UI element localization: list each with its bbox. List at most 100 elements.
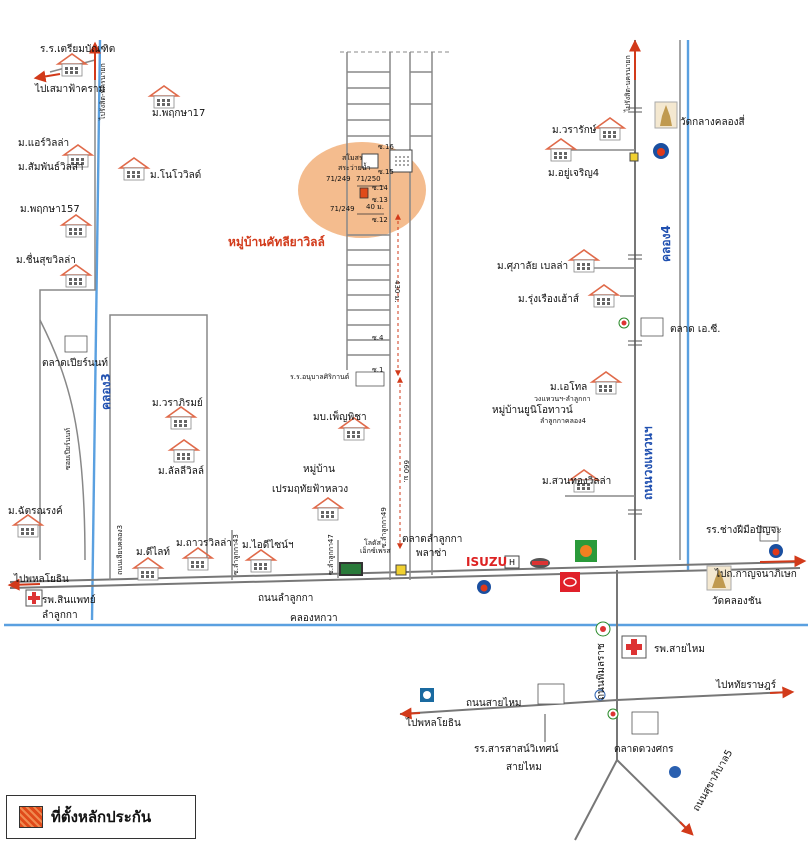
bridge-icon xyxy=(628,107,642,515)
house-icon xyxy=(13,514,43,538)
gas-station-icon xyxy=(769,544,783,558)
temple-icon xyxy=(706,565,732,591)
brand-icon xyxy=(575,540,597,562)
label-lot-13: ซ.13 xyxy=(372,196,388,204)
legend-collateral-swatch xyxy=(19,806,43,828)
brand-icon xyxy=(530,558,550,568)
label-m-penpicha: มบ.เพ็ญพิชา xyxy=(313,409,367,423)
label-m-sampan: ม.สัมพันธ์วิลล่า xyxy=(18,161,83,173)
label-to-phahon: ไปพหลโยธิน xyxy=(13,572,69,585)
label-m-tawan: ม.ถาวรวิลล่า xyxy=(176,538,232,549)
legend-label: ที่ตั้งหลักประกัน xyxy=(51,808,152,826)
label-pool2: สระว่ายน้ำ xyxy=(338,161,371,172)
house-icon xyxy=(589,284,619,308)
label-lot-1: ซ.1 xyxy=(372,366,383,374)
label-soi-lam49: ซ.ลำลูกกา49 xyxy=(380,507,388,548)
label-lotus2: เอ็กซ์เพรส xyxy=(360,546,391,555)
label-m-ecotel2: วงแหวนฯ-ลำลูกกา xyxy=(534,395,591,403)
label-m-warachak: ม.วรารักษ์ xyxy=(552,124,597,136)
label-to-rangsit-right: ไปรังสิต-นครนายก xyxy=(623,55,632,113)
label-village-prem: หมู่บ้าน xyxy=(303,463,335,475)
label-village-prem2: เปรมฤทัยฟ้าหลวง xyxy=(272,483,348,495)
legend: ที่ตั้งหลักประกัน xyxy=(6,795,196,839)
market-box xyxy=(631,711,659,735)
brand-icon xyxy=(629,152,639,162)
arrow-to-phahon xyxy=(7,578,41,591)
brand-icon xyxy=(560,572,580,592)
label-market-lam: ตลาดลำลูกกา xyxy=(402,534,462,545)
brand-icon xyxy=(339,562,363,576)
label-dist-660: 660 ม. xyxy=(402,460,410,482)
label-temple-top: วัดกลางคลองสี่ xyxy=(680,114,745,128)
label-road-saimai: ถนนสายไหม xyxy=(466,697,522,709)
label-market-ec: ตลาด เอ.ซี. xyxy=(670,323,720,335)
label-m-warapirom: ม.วราภิรมย์ xyxy=(152,397,203,409)
brand-icon xyxy=(395,564,407,576)
bank-icon xyxy=(669,766,681,778)
hospital-icon xyxy=(621,635,647,659)
brand-icon: H xyxy=(504,555,520,569)
label-m-supalai: ม.ศุภาลัย เบลล่า xyxy=(497,261,568,272)
label-temple-bottom: วัดคลองชัน xyxy=(712,596,762,607)
label-soi-lam43: ซ.ลำลูกกา43 xyxy=(232,534,240,575)
label-m-rungrueng: ม.รุ่งเรืองเฮ้าส์ xyxy=(518,293,579,305)
label-village-unique: หมู่บ้านยูนิโอทาวน์ xyxy=(492,403,573,416)
label-to-kanchana: ไปถ.กาญจนาภิเษก xyxy=(714,568,797,580)
house-icon xyxy=(569,249,599,273)
label-market-pier: ตลาดเปียร์นนท์ xyxy=(42,357,108,369)
brand-icon xyxy=(595,621,611,637)
label-isuzu: ISUZU xyxy=(466,555,507,569)
label-road-phimon: ถนนพิมลราช xyxy=(596,643,607,700)
label-school-chang: รร.ช่างฝีมือปัญจะ xyxy=(706,524,782,536)
house-icon xyxy=(133,557,163,581)
label-to-samae: ไปเสมาฟ้าคราม xyxy=(34,83,105,95)
label-canal3: คลอง3 xyxy=(99,373,113,410)
house-icon xyxy=(166,406,196,430)
house-icon xyxy=(313,497,343,521)
label-lot-15: ซ.15 xyxy=(378,168,394,176)
label-pool: สโมสร xyxy=(342,153,363,162)
label-hospital-left: รพ.สินแพทย์ xyxy=(42,594,96,606)
label-m-airville: ม.แอร์วิลล่า xyxy=(18,137,69,149)
label-lot-num1: 71/249 xyxy=(326,175,351,183)
house-icon xyxy=(149,85,179,109)
bank-icon xyxy=(594,689,606,701)
market-box xyxy=(640,317,664,337)
label-site-name: หมู่บ้านคัทลียาวิลล์ xyxy=(228,235,325,250)
label-m-chatnarong: ม.ฉัตรณรงค์ xyxy=(8,505,63,517)
label-road-lam: ถนนลำลูกกา xyxy=(258,593,313,604)
label-lot-num3: 71/249 xyxy=(330,205,355,213)
label-school-anuban: ร.ร.อนุบาลศิริกานต์ xyxy=(290,373,350,381)
house-icon xyxy=(183,547,213,571)
label-to-phahon2: ไปพหลโยธิน xyxy=(405,716,461,729)
label-m-suanthong: ม.สวนทองวิลล่า xyxy=(542,476,611,487)
label-m-dilight: ม.ดีไลท์ xyxy=(136,546,170,558)
label-road-bypass: ถนนวงแหวนฯ xyxy=(641,426,655,500)
label-dist-430: 430 ม. xyxy=(393,280,401,302)
pool-block xyxy=(389,149,413,173)
label-village-unique2: ลำลูกกาคลอง4 xyxy=(540,417,587,425)
school-box xyxy=(355,371,385,387)
label-m-pruksa157: ม.พฤกษา157 xyxy=(20,204,80,215)
gas-station-icon xyxy=(477,580,491,594)
school-box xyxy=(759,526,779,542)
hospital-icon xyxy=(25,589,43,607)
label-school-top: ร.ร.เตรียมบัณฑิต xyxy=(40,43,115,55)
label-hospital-left2: ลำลูกกา xyxy=(42,610,78,621)
house-icon xyxy=(246,549,276,573)
label-to-rangsit-left: ไปรังสิต-นครนายก xyxy=(98,63,107,121)
house-icon xyxy=(169,439,199,463)
gas-station-icon xyxy=(653,143,669,159)
label-school-sara: รร.สารสาสน์วิเทศน์ xyxy=(474,743,559,755)
label-lot-12: ซ.12 xyxy=(372,216,388,224)
school-box xyxy=(537,683,565,705)
collateral-house-marker xyxy=(359,187,369,199)
house-icon xyxy=(591,371,621,395)
label-lotus: โลตัส xyxy=(364,538,382,547)
label-soi-lam47: ซ.ลำลูกกา47 xyxy=(327,534,335,575)
label-soi-pier: ซอยเปียร์นนท์ xyxy=(64,428,72,470)
label-soi-khlong3: ถนนเลียบคลอง3 xyxy=(116,525,124,575)
label-hospital-right: รพ.สายไหม xyxy=(654,643,705,655)
house-icon xyxy=(546,138,576,162)
svg-text:H: H xyxy=(509,558,515,567)
